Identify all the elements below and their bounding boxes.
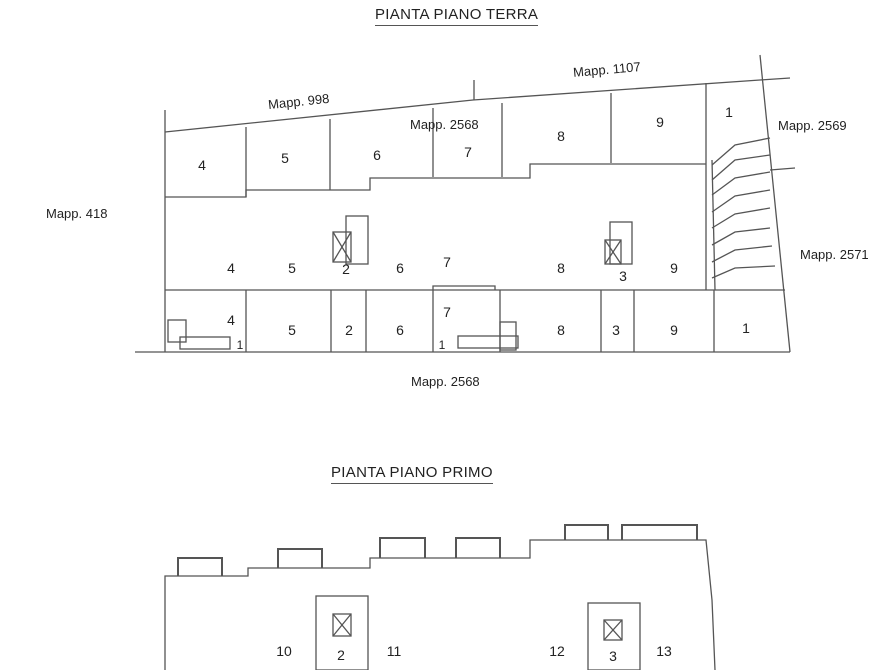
corridor-label: 5	[288, 260, 296, 276]
unit-label: 13	[656, 643, 672, 659]
corridor-label: 8	[557, 260, 565, 276]
corridor-label: 2	[342, 261, 350, 277]
unit-label: 8	[557, 128, 565, 144]
ground-floor-title: PIANTA PIANO TERRA	[375, 6, 539, 26]
stair-label: 2	[337, 647, 345, 663]
unit-label: 1	[725, 104, 733, 120]
unit-label: 1	[438, 338, 446, 352]
unit-label: 5	[281, 150, 289, 166]
parcel-label: Mapp. 2569	[778, 118, 847, 133]
unit-label: 8	[557, 322, 565, 338]
parcel-label: Mapp. 2571	[800, 247, 869, 262]
unit-label: 7	[443, 304, 451, 320]
unit-label: 4	[227, 312, 235, 328]
unit-label: 9	[670, 322, 678, 338]
unit-label: 10	[276, 643, 292, 659]
parcel-label: Mapp. 2568	[410, 117, 479, 132]
corridor-label: 9	[670, 260, 678, 276]
unit-label: 7	[464, 144, 472, 160]
unit-label: 4	[198, 157, 206, 173]
corridor-label: 6	[396, 260, 404, 276]
corridor-label: 3	[619, 268, 627, 284]
corridor-label: 4	[227, 260, 235, 276]
unit-label: 3	[612, 322, 620, 338]
unit-label: 1	[236, 338, 244, 352]
unit-label: 2	[345, 322, 353, 338]
stair-label: 3	[609, 648, 617, 664]
unit-label: 9	[656, 114, 664, 130]
first-floor-title: PIANTA PIANO PRIMO	[331, 464, 493, 484]
unit-label: 5	[288, 322, 296, 338]
parcel-label: Mapp. 2568	[411, 374, 480, 389]
unit-label: 12	[549, 643, 565, 659]
unit-label: 6	[396, 322, 404, 338]
parcel-label: Mapp. 418	[46, 206, 108, 221]
corridor-label: 7	[443, 254, 451, 270]
unit-label: 1	[742, 320, 750, 336]
unit-label: 6	[373, 147, 381, 163]
unit-label: 11	[386, 643, 402, 659]
